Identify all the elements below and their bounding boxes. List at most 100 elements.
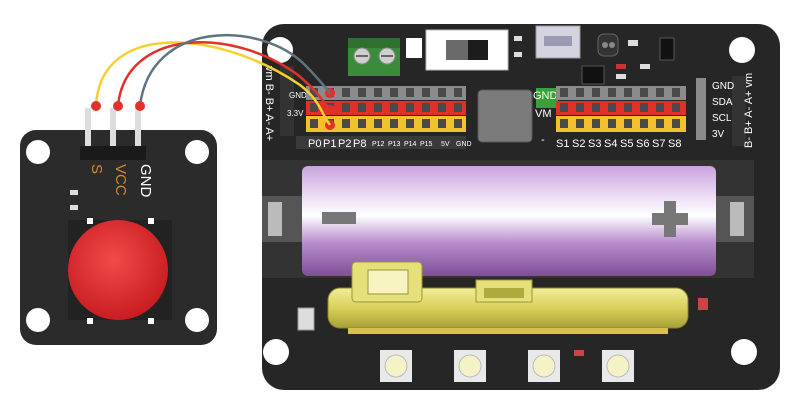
header-pin [422, 103, 430, 112]
expansion-board: vm B- B+ A- A+ B- B+ A- A+ vm GND 3.3V P… [262, 24, 780, 390]
push-button[interactable] [528, 350, 560, 382]
header-pin [438, 119, 446, 128]
header-pin [560, 88, 568, 97]
servo-label-s4: S4 [604, 138, 617, 150]
header-pin [672, 88, 680, 97]
module-pin [85, 108, 91, 154]
header-pin [374, 119, 382, 128]
power-label-gnd: GND [533, 90, 558, 102]
mount-hole [26, 140, 50, 164]
servo-label-s8: S8 [668, 138, 681, 150]
i2c-label-sda: SDA [712, 97, 733, 108]
buzzer [597, 33, 619, 57]
power-header: GND VM - [533, 88, 558, 146]
mount-hole [185, 308, 209, 332]
header-pin [406, 103, 414, 112]
header-pin [406, 119, 414, 128]
smd-component [70, 190, 78, 195]
header-pin [560, 103, 568, 112]
smd-component [70, 205, 78, 210]
pin-array-right [560, 88, 680, 128]
wire-tip [113, 101, 123, 111]
header-pin [560, 119, 568, 128]
module-pin [110, 108, 116, 154]
header-pin [640, 103, 648, 112]
smd-component [628, 40, 638, 46]
header-pin [624, 103, 632, 112]
header-pin [656, 103, 664, 112]
i2c-label-scl: SCL [712, 113, 732, 124]
servo-label-s6: S6 [636, 138, 649, 150]
wires [91, 33, 332, 126]
reset-button[interactable] [659, 37, 675, 61]
header-pin [438, 103, 446, 112]
module-pin [135, 108, 141, 154]
header-pin [592, 103, 600, 112]
wire-red [116, 41, 331, 111]
header-pin [422, 88, 430, 97]
servo-label-s1: S1 [556, 138, 569, 150]
wire-gray [138, 33, 331, 107]
header-pin [624, 88, 632, 97]
smd-component [514, 52, 522, 57]
header-pin [640, 119, 648, 128]
smd-component [640, 64, 650, 69]
header-pin [310, 103, 318, 112]
pin-label-gnd: GND [137, 164, 154, 198]
header-pin [576, 88, 584, 97]
power-label-minus: - [541, 134, 545, 146]
servo-labels: S1 S2 S3 S4 S5 S6 S7 S8 [556, 138, 681, 150]
edge-connector [348, 328, 668, 334]
wire-tip [91, 101, 101, 111]
mount-hole [263, 339, 289, 365]
minus-mark [322, 212, 356, 224]
header-pin [438, 88, 446, 97]
push-button[interactable] [380, 350, 412, 382]
header-pin [422, 119, 430, 128]
header-pin [454, 103, 462, 112]
header-pin [454, 88, 462, 97]
mount-hole [729, 37, 755, 63]
header-pin [592, 88, 600, 97]
header-pin [406, 88, 414, 97]
terminal-block [348, 38, 422, 76]
pin-label-p14: P14 [404, 141, 417, 148]
pin-label-p13: P13 [388, 141, 401, 148]
pin-label-p15: P15 [420, 141, 433, 148]
motor-labels-left: vm B- B+ A- A+ [263, 66, 275, 141]
plus-mark [664, 201, 676, 237]
pin-label-p1: P1 [323, 138, 336, 150]
header-pin [608, 119, 616, 128]
small-switch [297, 307, 315, 331]
header-pin [374, 88, 382, 97]
push-button[interactable] [454, 350, 486, 382]
battery [302, 166, 716, 276]
header-pin [374, 103, 382, 112]
pin-label-p12: P12 [372, 141, 385, 148]
header-pin [342, 103, 350, 112]
power-label-vm: VM [535, 108, 552, 120]
header-pin [656, 119, 664, 128]
pin-label-vcc: VCC [112, 164, 129, 196]
push-button-cap[interactable] [68, 220, 168, 320]
button-module: S VCC GND [20, 108, 217, 345]
i2c-label-gnd: GND [712, 81, 734, 92]
push-button[interactable] [602, 350, 634, 382]
power-switch[interactable] [425, 29, 509, 71]
header-pin [640, 88, 648, 97]
header-pin [310, 119, 318, 128]
pin-label-p2: P2 [338, 138, 351, 150]
header-pin [672, 103, 680, 112]
header-pin [358, 88, 366, 97]
motor-terminal-left: vm B- B+ A- A+ [263, 66, 294, 141]
header-pin [342, 119, 350, 128]
usb-port[interactable] [535, 25, 581, 59]
header-pin [342, 88, 350, 97]
led [616, 64, 626, 69]
header-pin [608, 103, 616, 112]
servo-label-s5: S5 [620, 138, 633, 150]
header-label-3v3: 3.3V [287, 109, 304, 118]
servo-label-s2: S2 [572, 138, 585, 150]
mount-hole [185, 140, 209, 164]
header-pin [390, 103, 398, 112]
